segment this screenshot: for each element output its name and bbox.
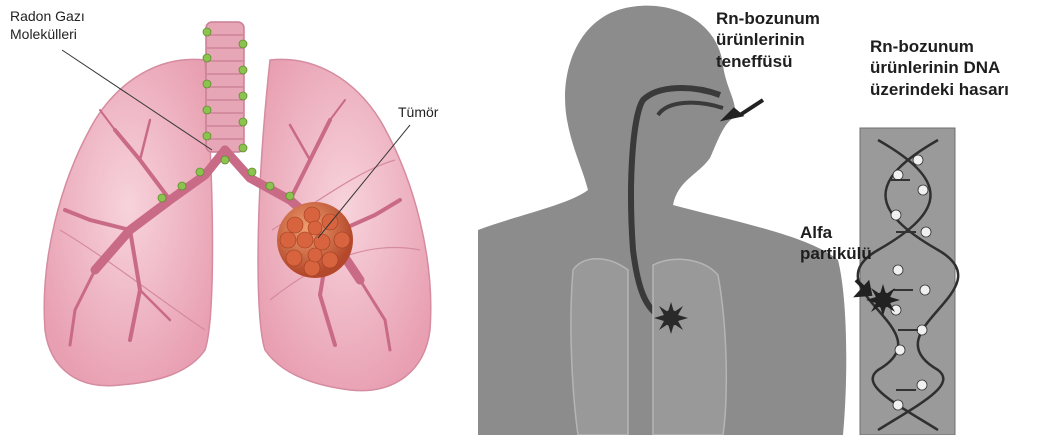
lung-illustration-panel: Radon Gazı Molekülleri Tümör (0, 0, 475, 435)
radon-gas-label: Radon Gazı Molekülleri (10, 8, 85, 43)
tumor-mass (277, 202, 353, 278)
inhalation-label: Rn-bozunum ürünlerinin teneffüsü (716, 8, 820, 72)
alpha-particle-label: Alfa partikülü (800, 222, 872, 265)
tumor-label: Tümör (398, 104, 438, 122)
dna-damage-label: Rn-bozunum ürünlerinin DNA üzerindeki ha… (870, 36, 1009, 100)
left-lung (44, 59, 212, 385)
dna-panel (860, 128, 955, 435)
lung-illustration (0, 0, 475, 435)
inhalation-illustration-panel: Rn-bozunum ürünlerinin teneffüsü Rn-bozu… (478, 0, 1055, 435)
